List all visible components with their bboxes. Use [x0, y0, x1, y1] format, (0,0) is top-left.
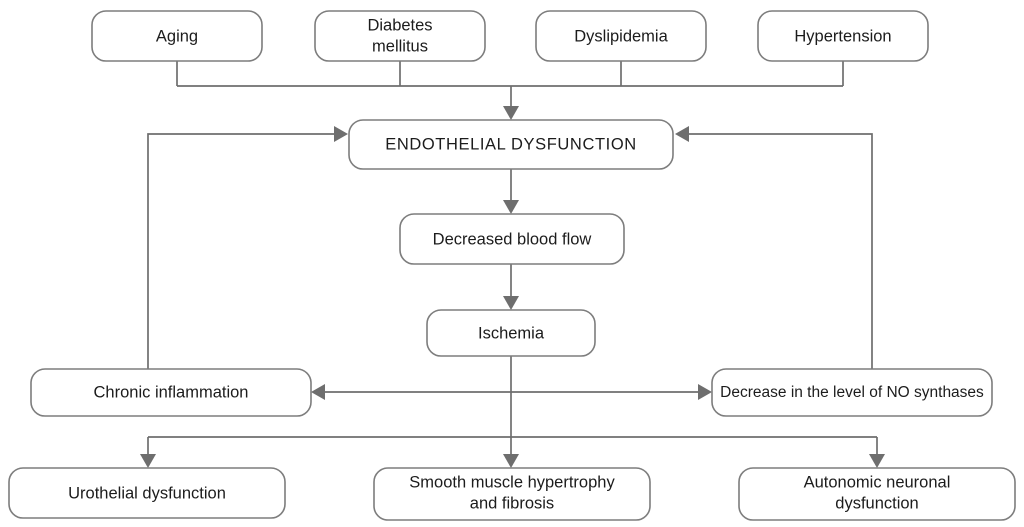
node-smooth-muscle-hypertrophy-label-line1: Smooth muscle hypertrophy	[409, 473, 615, 491]
node-no-synthases-label: Decrease in the level of NO synthases	[720, 384, 984, 401]
node-urothelial-dysfunction-shape[interactable]	[8, 467, 286, 519]
arrowhead-to-chronic-inflammation	[311, 384, 325, 400]
node-decreased-blood-flow[interactable]: Decreased blood flow	[399, 213, 625, 265]
arrowhead-bloodflow-to-ischemia	[503, 296, 519, 310]
node-smooth-muscle-hypertrophy[interactable]: Smooth muscle hypertrophy and fibrosis	[373, 467, 651, 521]
node-chronic-inflammation-label: Chronic inflammation	[94, 383, 249, 401]
node-endothelial-dysfunction[interactable]: ENDOTHELIAL DYSFUNCTION	[348, 119, 674, 170]
node-endothelial-dysfunction-shape[interactable]	[348, 119, 674, 170]
arrowhead-endothelial-to-bloodflow	[503, 200, 519, 214]
node-diabetes-mellitus-label-line1: Diabetes	[367, 16, 432, 34]
node-dyslipidemia-shape[interactable]	[535, 10, 707, 62]
arrowhead-bus-to-autonomic	[869, 454, 885, 468]
node-decreased-blood-flow-shape[interactable]	[399, 213, 625, 265]
arrowhead-feedback-right	[675, 126, 689, 142]
arrowhead-bus-to-endothelial	[503, 106, 519, 120]
node-diabetes-mellitus[interactable]: Diabetes mellitus	[314, 10, 486, 62]
node-ischemia-shape[interactable]	[426, 309, 596, 357]
node-hypertension-label: Hypertension	[794, 27, 891, 45]
connector-feedback-no-synthases	[682, 133, 873, 369]
node-autonomic-neuronal-dysfunction-label-line1: Autonomic neuronal	[804, 473, 951, 491]
node-no-synthases-shape[interactable]	[711, 368, 993, 417]
node-hypertension[interactable]: Hypertension	[757, 10, 929, 62]
node-endothelial-dysfunction-label: ENDOTHELIAL DYSFUNCTION	[385, 135, 637, 153]
arrowhead-ischemia-to-smoothmuscle	[503, 454, 519, 468]
node-dyslipidemia[interactable]: Dyslipidemia	[535, 10, 707, 62]
arrowhead-feedback-left	[334, 126, 348, 142]
node-urothelial-dysfunction-label: Urothelial dysfunction	[68, 484, 226, 502]
node-urothelial-dysfunction[interactable]: Urothelial dysfunction	[8, 467, 286, 519]
node-autonomic-neuronal-dysfunction-label-line2: dysfunction	[835, 494, 918, 512]
node-chronic-inflammation-shape[interactable]	[30, 368, 312, 417]
node-smooth-muscle-hypertrophy-shape[interactable]	[373, 467, 651, 521]
node-autonomic-neuronal-dysfunction-shape[interactable]	[738, 467, 1016, 521]
node-smooth-muscle-hypertrophy-label-line2: and fibrosis	[470, 494, 554, 512]
node-aging[interactable]: Aging	[91, 10, 263, 62]
node-decreased-blood-flow-label: Decreased blood flow	[433, 230, 592, 248]
node-aging-shape[interactable]	[91, 10, 263, 62]
node-no-synthases[interactable]: Decrease in the level of NO synthases	[711, 368, 993, 417]
node-diabetes-mellitus-shape[interactable]	[314, 10, 486, 62]
node-hypertension-shape[interactable]	[757, 10, 929, 62]
connectors-layer	[140, 61, 885, 468]
arrowhead-to-no-synthases	[698, 384, 712, 400]
node-dyslipidemia-label: Dyslipidemia	[574, 27, 668, 45]
connector-feedback-chronic-inflammation	[147, 133, 341, 369]
node-ischemia-label: Ischemia	[478, 324, 545, 342]
node-diabetes-mellitus-label-line2: mellitus	[372, 37, 428, 55]
node-ischemia[interactable]: Ischemia	[426, 309, 596, 357]
arrowhead-bus-to-urothelial	[140, 454, 156, 468]
node-autonomic-neuronal-dysfunction[interactable]: Autonomic neuronal dysfunction	[738, 467, 1016, 521]
node-aging-label: Aging	[156, 27, 198, 45]
node-chronic-inflammation[interactable]: Chronic inflammation	[30, 368, 312, 417]
